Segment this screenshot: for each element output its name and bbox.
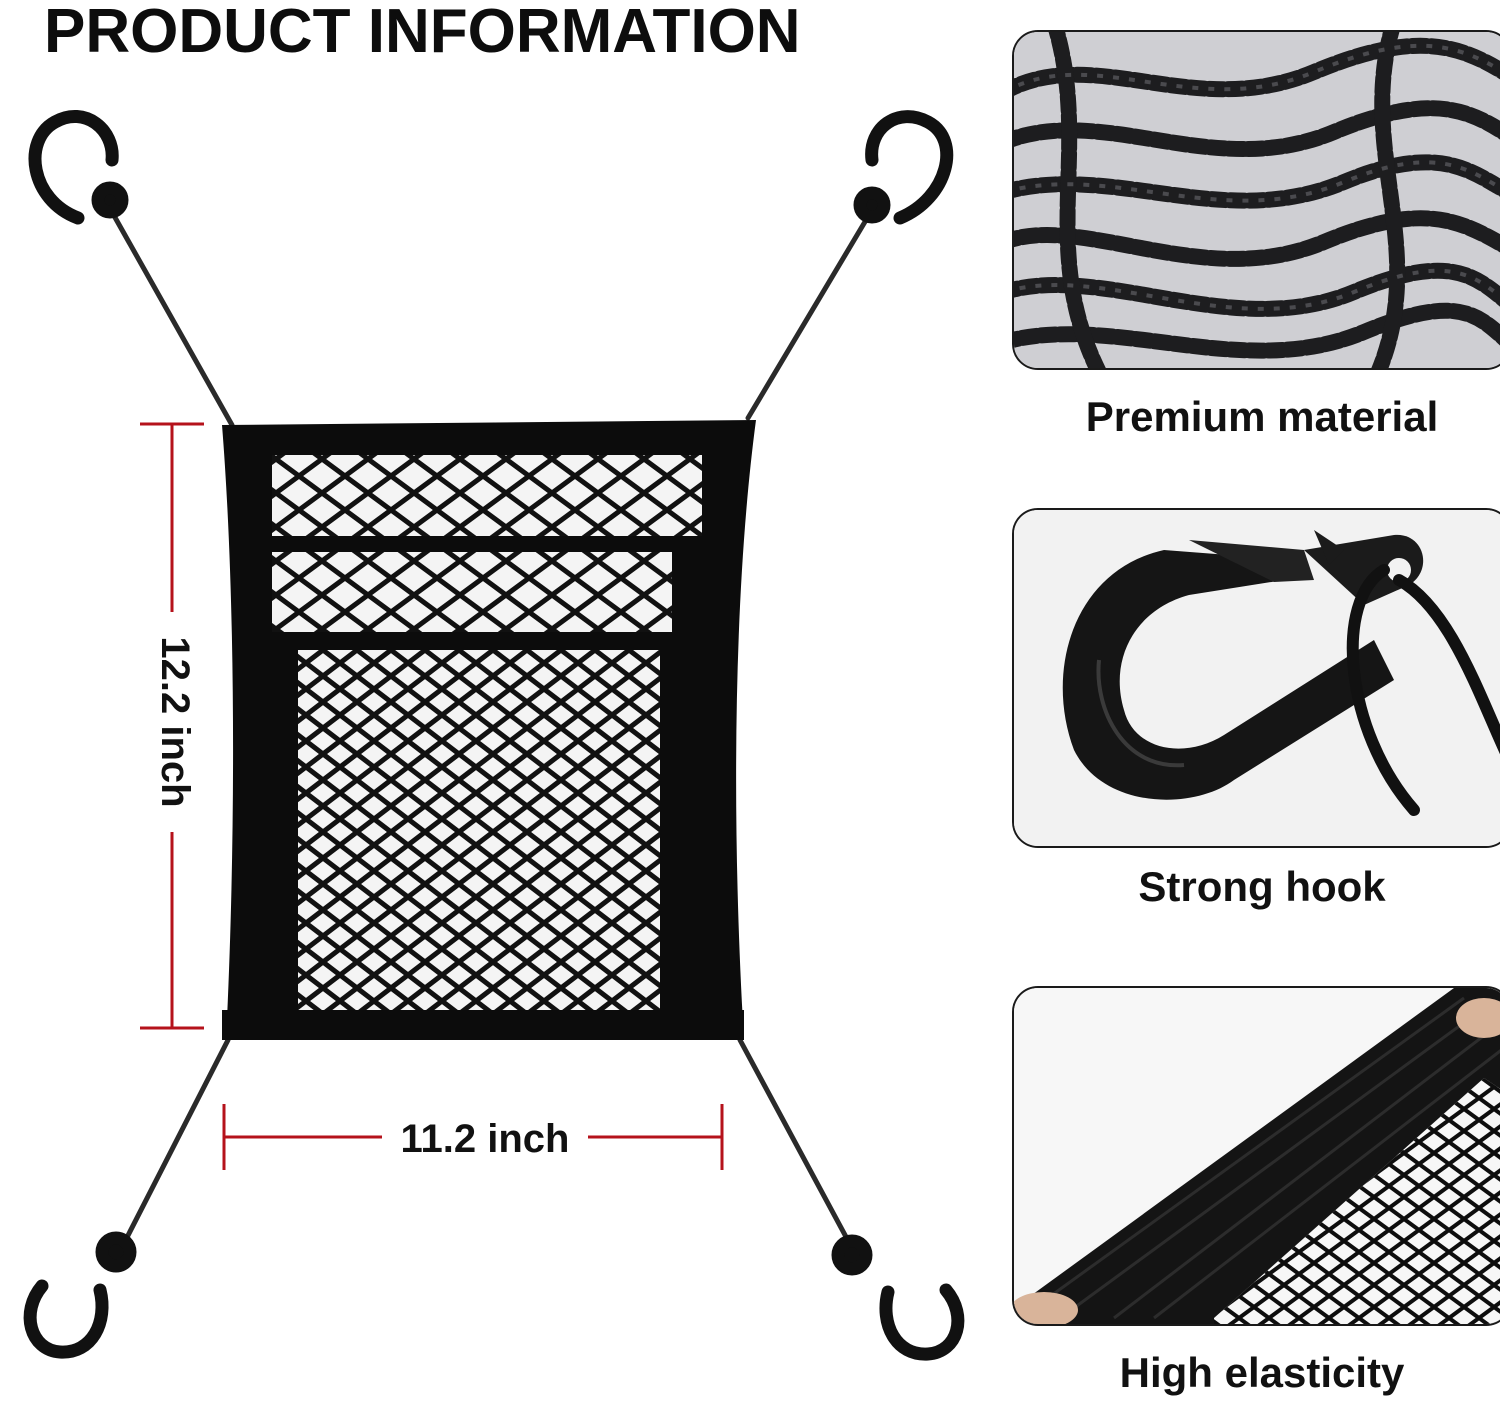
net-body	[222, 420, 756, 1040]
premium-material-panel	[1012, 30, 1500, 370]
hook-icon	[1014, 510, 1500, 846]
width-dimension	[222, 1104, 724, 1170]
braided-cord-icon	[1014, 32, 1500, 368]
premium-material-caption: Premium material	[1085, 393, 1439, 440]
elastic-cords	[105, 202, 875, 1258]
strong-hook-panel	[1012, 508, 1500, 848]
hook-bottom-right-icon[interactable]	[831, 1234, 965, 1361]
car-seat-net-illustration: 12.2 inch 11.2 inch	[23, 110, 965, 1361]
stretched-net-icon	[1014, 988, 1500, 1324]
page-title: PRODUCT INFORMATION	[44, 0, 801, 66]
width-label: 11.2 inch	[401, 1117, 570, 1161]
high-elasticity-caption: High elasticity	[1119, 1349, 1405, 1396]
hook-bottom-left-icon[interactable]	[23, 1231, 137, 1359]
height-dimension	[140, 422, 204, 1030]
hook-top-right-icon[interactable]	[853, 110, 954, 225]
high-elasticity-panel	[1012, 986, 1500, 1326]
hook-top-left-icon[interactable]	[28, 110, 129, 225]
height-label: 12.2 inch	[153, 636, 197, 807]
strong-hook-caption: Strong hook	[1138, 863, 1386, 910]
